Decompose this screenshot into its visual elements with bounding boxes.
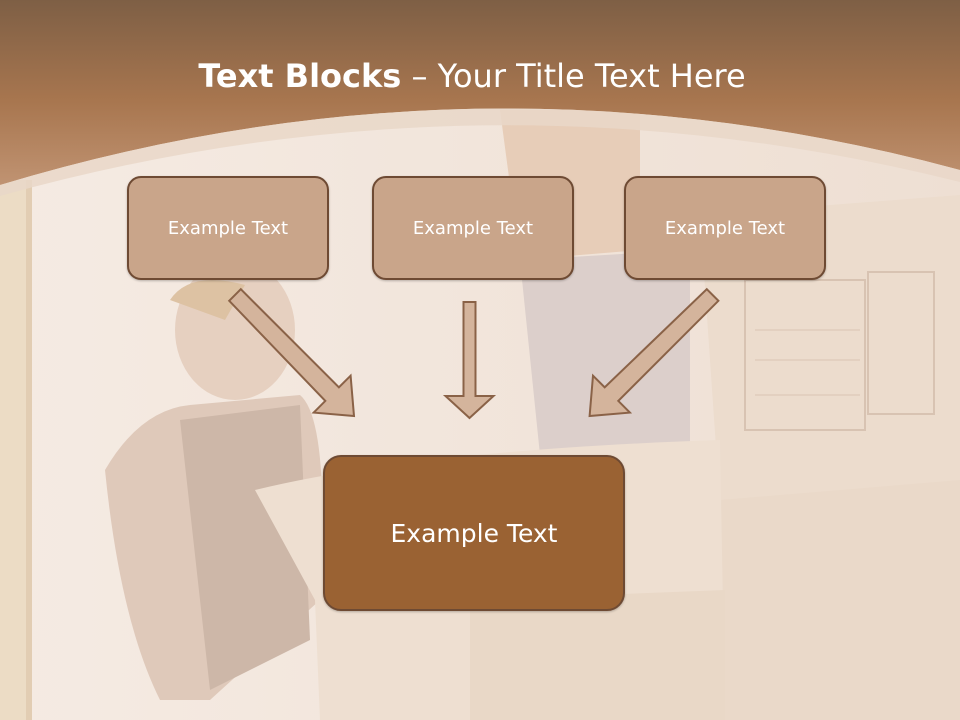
title-dash: – <box>401 57 438 95</box>
text-block-2[interactable]: Example Text <box>372 176 574 280</box>
text-block-1[interactable]: Example Text <box>127 176 329 280</box>
title-bold: Text Blocks <box>198 57 402 95</box>
slide-title: Text Blocks – Your Title Text Here <box>0 56 944 96</box>
text-block-3[interactable]: Example Text <box>624 176 826 280</box>
title-rest: Your Title Text Here <box>437 57 746 95</box>
result-text-block[interactable]: Example Text <box>323 455 625 611</box>
